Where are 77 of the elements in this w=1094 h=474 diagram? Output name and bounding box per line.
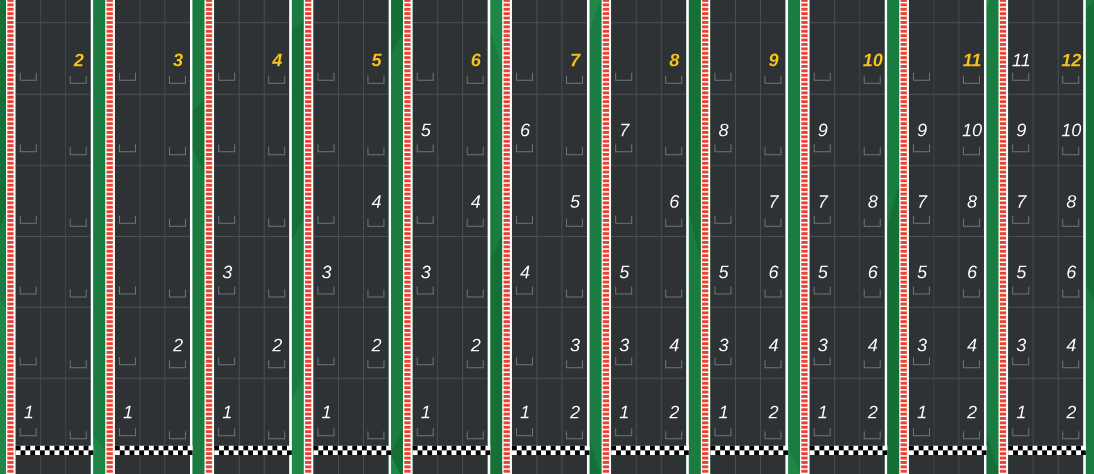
position-number: 1 xyxy=(24,405,33,419)
position-number: 1 xyxy=(917,405,926,419)
position-number: 4 xyxy=(768,338,778,352)
position-number: 2 xyxy=(768,405,779,419)
position-number: 4 xyxy=(371,195,381,208)
position-number: 5 xyxy=(917,265,928,279)
position-number: 2 xyxy=(669,405,680,419)
position-number: 1 xyxy=(619,405,628,419)
position-number: 7 xyxy=(1018,195,1027,208)
position-number: 1 xyxy=(123,405,132,419)
position-number: 8 xyxy=(1066,195,1077,208)
highlighted-number: 10 xyxy=(863,53,883,67)
highlighted-number: 4 xyxy=(272,53,282,67)
position-number: 2 xyxy=(470,338,481,352)
position-number: 6 xyxy=(1067,265,1077,279)
position-number: 6 xyxy=(521,123,531,137)
position-number: 5 xyxy=(818,265,828,279)
position-number: 2 xyxy=(272,338,283,352)
position-number: 6 xyxy=(868,265,878,279)
position-number: 7 xyxy=(918,195,928,208)
position-number: 1 xyxy=(1016,405,1025,419)
position-number: 6 xyxy=(670,195,680,208)
position-number: 7 xyxy=(770,195,780,208)
position-number: 2 xyxy=(966,405,977,419)
position-number: 3 xyxy=(619,338,630,352)
highlighted-number: 6 xyxy=(471,53,481,67)
position-number: 4 xyxy=(520,265,530,279)
highlighted-number: 5 xyxy=(371,53,382,67)
position-number: 1 xyxy=(520,405,529,419)
position-number: 4 xyxy=(967,338,977,352)
position-number: 1 xyxy=(421,405,430,419)
position-number: 2 xyxy=(1066,405,1077,419)
position-number: 11 xyxy=(1012,53,1030,67)
position-number: 3 xyxy=(321,265,332,279)
highlighted-number: 9 xyxy=(769,53,779,67)
position-number: 3 xyxy=(917,338,927,352)
position-number: 5 xyxy=(570,195,581,208)
position-number: 7 xyxy=(819,195,829,208)
position-number: 4 xyxy=(470,195,481,208)
position-number: 9 xyxy=(1016,123,1026,137)
highlighted-number: 11 xyxy=(963,53,981,67)
highlighted-number: 12 xyxy=(1061,53,1082,67)
position-number: 3 xyxy=(1016,338,1027,352)
highlighted-number: 8 xyxy=(669,53,680,67)
position-number: 9 xyxy=(917,123,927,137)
highlighted-number: 3 xyxy=(173,53,183,67)
position-number: 3 xyxy=(818,338,828,352)
highlighted-number: 7 xyxy=(571,53,581,67)
position-number: 1 xyxy=(222,405,231,419)
position-number: 1 xyxy=(322,405,331,419)
position-number: 5 xyxy=(421,123,431,137)
position-number: 4 xyxy=(1066,338,1076,352)
position-number: 2 xyxy=(867,405,878,419)
position-number: 1 xyxy=(818,405,827,419)
position-number: 5 xyxy=(718,265,729,279)
position-number: 8 xyxy=(967,195,977,208)
highlighted-number: 2 xyxy=(73,53,84,67)
position-number: 10 xyxy=(962,123,982,137)
position-number: 5 xyxy=(619,265,630,279)
position-number: 3 xyxy=(421,265,431,279)
position-number: 2 xyxy=(371,338,382,352)
position-number: 2 xyxy=(172,338,183,352)
position-number: 5 xyxy=(1016,265,1027,279)
position-number: 6 xyxy=(968,265,978,279)
position-number: 3 xyxy=(570,338,580,352)
position-number: 8 xyxy=(868,195,878,208)
position-number: 10 xyxy=(1061,123,1082,137)
position-number: 9 xyxy=(818,123,828,137)
position-number: 4 xyxy=(669,338,679,352)
position-number: 6 xyxy=(769,265,779,279)
position-number: 7 xyxy=(621,123,630,137)
position-number: 1 xyxy=(719,405,728,419)
position-number: 3 xyxy=(719,338,729,352)
position-number: 4 xyxy=(867,338,878,352)
position-number: 8 xyxy=(719,123,729,137)
position-number: 2 xyxy=(569,405,580,419)
position-number: 3 xyxy=(222,265,233,279)
